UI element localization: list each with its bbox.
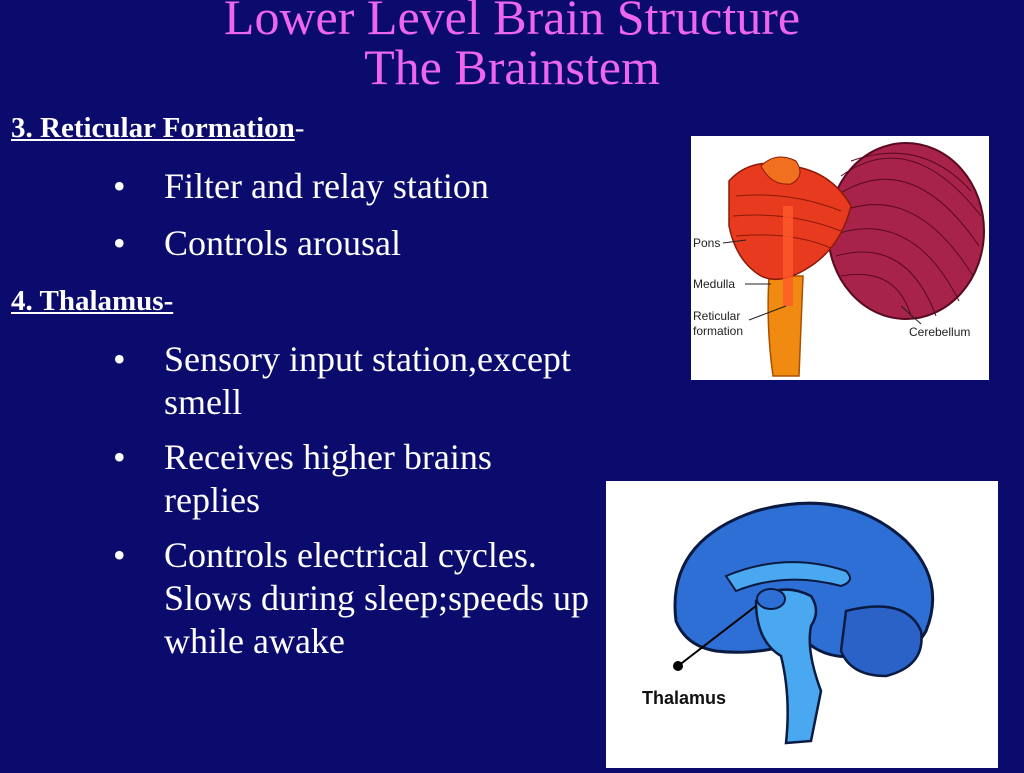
cerebellum-label: Cerebellum — [909, 325, 970, 339]
bullet-icon: • — [113, 223, 126, 263]
section-heading-reticular: 3. Reticular Formation- — [11, 111, 304, 145]
list-item: • Controls electrical cycles. Slows durin… — [0, 534, 594, 663]
cerebellum-shape — [827, 142, 985, 320]
midbrain-shape — [760, 156, 801, 185]
medulla-label: Medulla — [693, 277, 735, 291]
reticular-bullet-list: • Filter and relay station • Controls arou… — [0, 165, 594, 279]
section-heading-thalamus: 4. Thalamus- — [11, 284, 173, 318]
bullet-text: Receives higher brains replies — [164, 437, 492, 520]
reticular-label-2: formation — [693, 324, 743, 338]
reticular-stripe — [783, 206, 793, 306]
pointer-dot — [673, 661, 683, 671]
brainstem-shape-2 — [754, 588, 823, 745]
thalamus-illustration: Thalamus — [606, 481, 998, 768]
thalamus-pointer — [677, 605, 757, 667]
bullet-icon: • — [113, 166, 126, 206]
reticular-label-1: Reticular — [693, 309, 740, 323]
pons-label: Pons — [693, 236, 720, 250]
bullet-text: Controls electrical cycles. Slows during… — [164, 535, 589, 661]
cerebellum-shape-2 — [839, 605, 923, 678]
list-item: • Filter and relay station — [0, 165, 594, 208]
corpus-callosum-shape — [724, 561, 851, 593]
title-line-1: Lower Level Brain Structure — [223, 0, 801, 45]
bullet-icon: • — [113, 535, 126, 575]
list-item: • Controls arousal — [0, 222, 594, 265]
medulla-shape — [767, 275, 804, 377]
title-line-2: The Brainstem — [364, 39, 660, 95]
slide-title: Lower Level Brain Structure The Brainste… — [0, 0, 1024, 92]
thalamus-heading-text: 4. Thalamus- — [11, 285, 174, 317]
thalamus-svg: Thalamus — [642, 501, 935, 745]
bullet-text: Filter and relay station — [164, 166, 489, 206]
thalamus-label: Thalamus — [642, 688, 726, 708]
list-item: • Sensory input station,except smell — [0, 338, 594, 424]
thalamus-shape — [756, 588, 786, 610]
bullet-icon: • — [113, 339, 126, 379]
thalamus-bullet-list: • Sensory input station,except smell • Rec… — [0, 338, 594, 677]
bullet-text: Controls arousal — [164, 223, 401, 263]
bullet-icon: • — [113, 437, 126, 477]
reticular-heading-text: 3. Reticular Formation — [11, 112, 295, 144]
bullet-text: Sensory input station,except smell — [164, 339, 571, 422]
brainstem-svg: Pons Medulla Reticular formation Cerebel… — [693, 142, 985, 377]
reticular-heading-suffix: - — [294, 112, 305, 144]
brainstem-illustration: Pons Medulla Reticular formation Cerebel… — [691, 136, 989, 380]
list-item: • Receives higher brains replies — [0, 436, 594, 522]
